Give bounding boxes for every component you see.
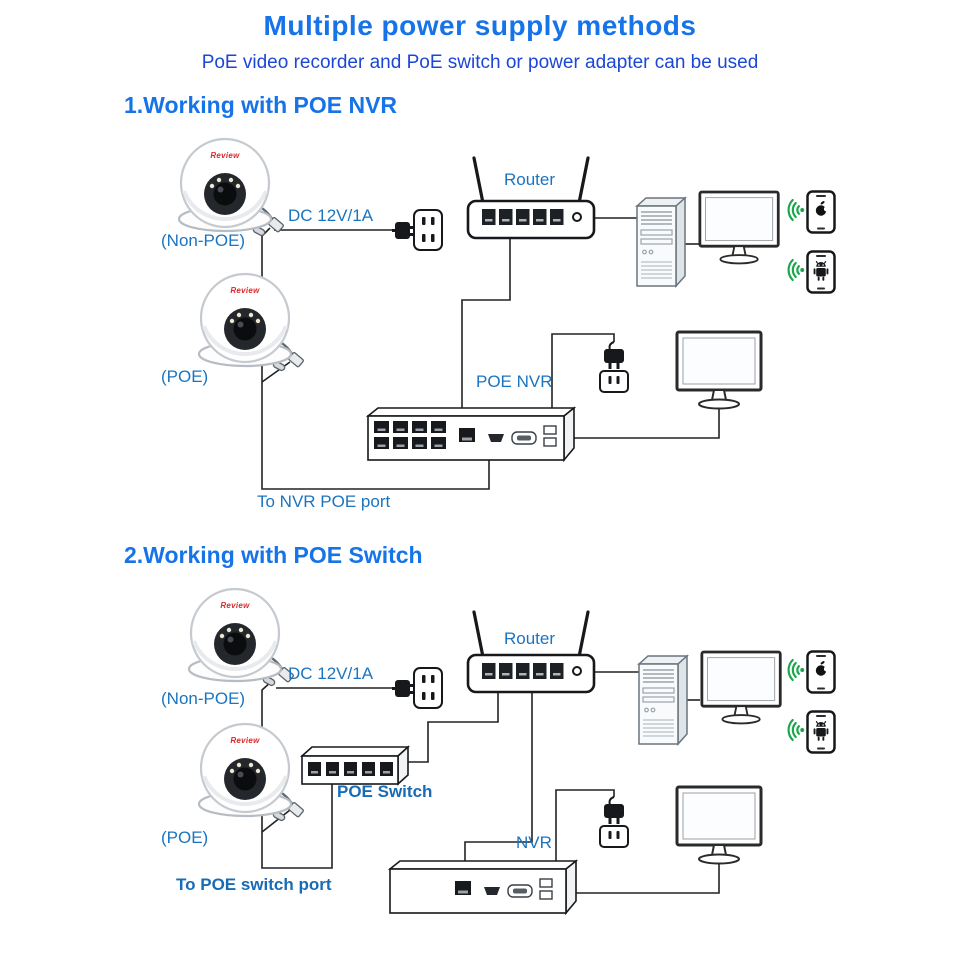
cable-router-nvr2 <box>464 692 533 869</box>
pc-tower-1-icon <box>636 197 686 287</box>
power-adapter-2-icon <box>392 667 443 709</box>
section2-heading: 2.Working with POE Switch <box>124 542 423 568</box>
wifi-signal-icon <box>787 658 806 682</box>
label-nvr: NVR <box>516 833 552 852</box>
label-non-poe-1: (Non-POE) <box>161 231 246 250</box>
label-poe-nvr: POE NVR <box>476 372 553 391</box>
cable-nvr2-power <box>555 789 615 865</box>
android-phone-icon <box>806 250 836 294</box>
cable-camera3-network <box>261 680 333 869</box>
cable-nvr-monitor <box>564 409 720 439</box>
label-dc-power-1: DC 12V/1A <box>288 206 374 225</box>
camera-brand-text: Review <box>210 151 240 160</box>
cable-nvr-power <box>551 333 615 412</box>
power-adapter-1-icon <box>392 209 443 251</box>
page-title: Multiple power supply methods <box>263 10 697 41</box>
wifi-signal-icon <box>787 258 806 282</box>
nvr-icon <box>389 860 577 914</box>
poe-nvr-icon <box>367 407 575 461</box>
poe-switch-icon <box>301 746 409 785</box>
pc-monitor-1-icon <box>698 190 780 265</box>
note-to-poe-switch-port: To POE switch port <box>176 875 332 894</box>
label-non-poe-2: (Non-POE) <box>161 689 246 708</box>
cable-router-nvr <box>461 238 511 412</box>
apple-phone-icon <box>806 650 836 694</box>
cable-camera4-join <box>261 809 291 833</box>
cable-switch-router <box>406 692 499 763</box>
router-2-icon <box>466 610 596 694</box>
cable-nvr2-monitor <box>566 864 720 894</box>
wall-outlet-2-icon <box>599 796 629 848</box>
camera-brand-text: Review <box>230 286 260 295</box>
camera-brand-text: Review <box>230 736 260 745</box>
cable-camera2-join <box>261 361 291 383</box>
wifi-signal-icon <box>787 198 806 222</box>
wifi-signal-icon <box>787 718 806 742</box>
nvr-monitor-2-icon <box>675 785 763 865</box>
label-router-1: Router <box>504 170 556 189</box>
nvr-monitor-1-icon <box>675 330 763 410</box>
label-poe-1: (POE) <box>161 367 209 386</box>
label-poe-switch: POE Switch <box>337 782 433 801</box>
android-phone-icon <box>806 710 836 754</box>
apple-phone-icon <box>806 190 836 234</box>
pc-monitor-2-icon <box>700 650 782 725</box>
note-to-nvr-poe-port: To NVR POE port <box>257 492 391 511</box>
pc-tower-2-icon <box>638 655 688 745</box>
camera-brand-text: Review <box>220 601 250 610</box>
label-poe-2: (POE) <box>161 828 209 847</box>
page-subtitle: PoE video recorder and PoE switch or pow… <box>201 52 759 73</box>
section1-heading: 1.Working with POE NVR <box>124 92 398 118</box>
label-dc-power-2: DC 12V/1A <box>288 664 374 683</box>
label-router-2: Router <box>504 629 556 648</box>
wall-outlet-1-icon <box>599 341 629 393</box>
